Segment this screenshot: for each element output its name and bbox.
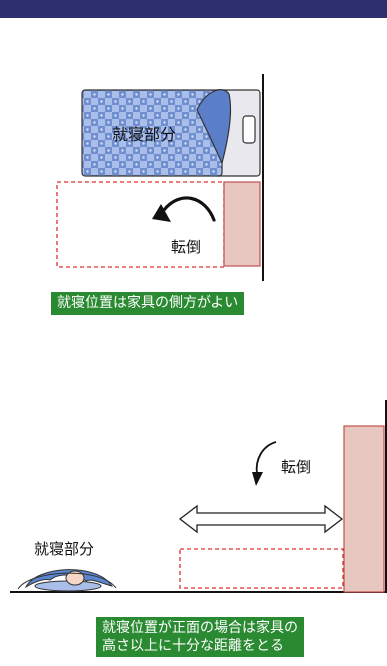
distance-arrow	[178, 504, 344, 534]
top-bar	[0, 0, 387, 18]
top-furniture	[223, 181, 261, 267]
futon-cover	[24, 569, 114, 589]
bottom-furniture	[343, 425, 385, 593]
top-bedding-label: 就寝部分	[112, 125, 176, 144]
top-diagram: 就寝部分 転倒	[56, 74, 264, 281]
bottom-diagram: 転倒 就寝部分	[10, 400, 387, 593]
mattress-handle	[242, 115, 256, 144]
bottom-caption: 就寝位置が正面の場合は家具の 高さ以上に十分な距離をとる	[96, 617, 304, 657]
bottom-topple-label: 転倒	[281, 458, 311, 476]
futon-fold	[196, 89, 232, 165]
person-head	[65, 570, 85, 586]
bottom-danger-zone	[179, 548, 344, 589]
top-topple-label: 転倒	[171, 238, 201, 256]
top-caption: 就寝位置は家具の側方がよい	[51, 292, 245, 315]
bottom-bedding-label: 就寝部分	[34, 540, 94, 558]
top-topple-arrowhead	[152, 204, 171, 222]
bottom-caption-line1: 就寝位置が正面の場合は家具の	[102, 620, 298, 636]
bottom-topple-arrowhead	[252, 472, 263, 486]
bottom-topple-arrow	[255, 441, 277, 475]
futon-edge	[17, 572, 117, 590]
sleeping-person-icon	[17, 569, 117, 592]
bottom-caption-line2: 高さ以上に十分な距離をとる	[102, 638, 284, 654]
top-topple-arrow	[162, 196, 216, 222]
